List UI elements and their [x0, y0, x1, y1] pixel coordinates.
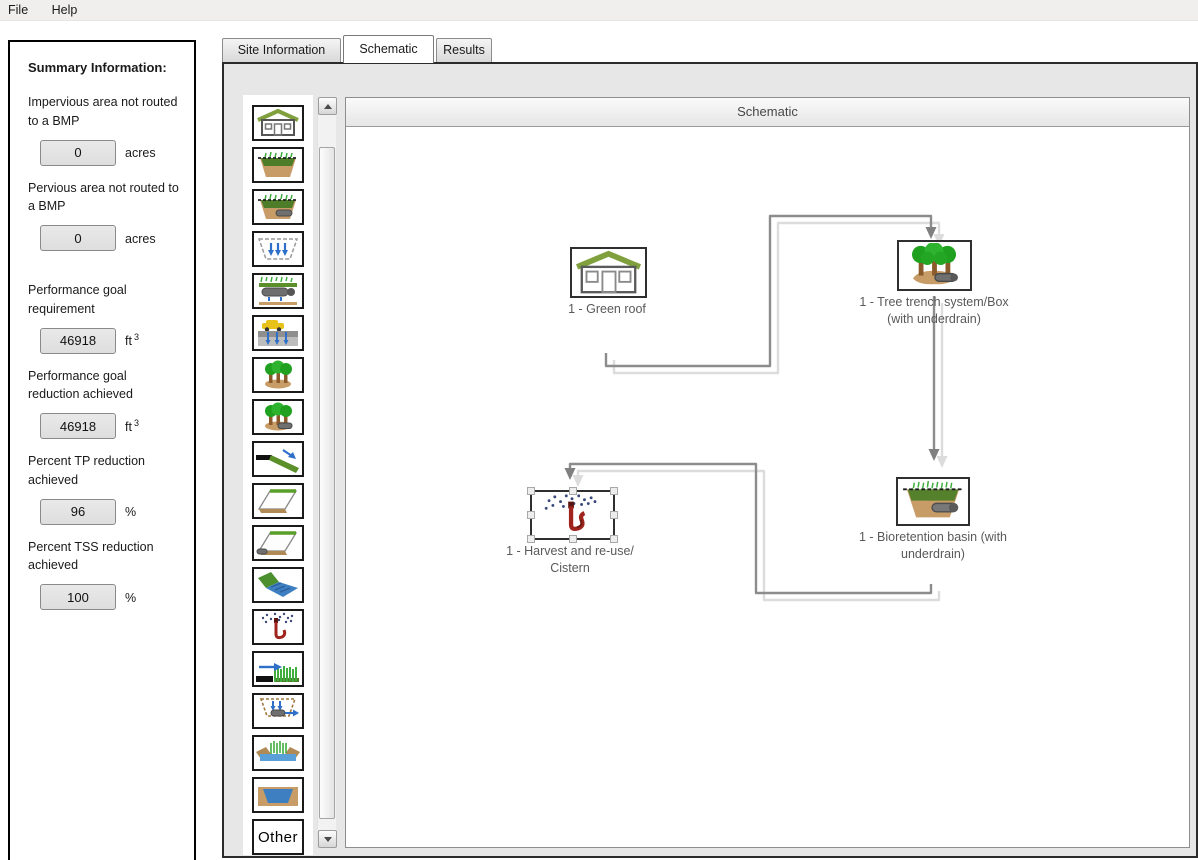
field-label-pervious: Pervious area not routed to a BMP: [28, 180, 179, 214]
underground-detention-icon: [259, 698, 299, 717]
schematic-canvas[interactable]: Schematic: [345, 97, 1190, 848]
tool-wet-pond[interactable]: [252, 777, 304, 813]
tool-constructed-wetland[interactable]: [252, 735, 304, 771]
tree-trench-icon: [265, 360, 292, 389]
pervious-area-unit: acres: [125, 232, 156, 247]
field-label-impervious: Impervious area not routed to a BMP: [28, 95, 178, 128]
tool-green-roof[interactable]: [252, 105, 304, 141]
selection-handle[interactable]: [527, 535, 535, 543]
filter-strip-icon: [256, 663, 299, 682]
schematic-node-harvest[interactable]: [527, 487, 618, 543]
tp-reduction-field[interactable]: [40, 498, 116, 525]
selection-handle[interactable]: [568, 535, 577, 543]
node-label-tree-trench: 1 - Tree trench system/Box(with underdra…: [859, 295, 1009, 326]
node-label-harvest: 1 - Harvest and re-use/Cistern: [506, 544, 634, 575]
scroll-down-button[interactable]: [318, 830, 337, 848]
schematic-tab-page: Other Schematic: [222, 62, 1198, 858]
tree-trench-node-icon: [912, 243, 958, 285]
infiltration-trench-icon: [259, 276, 297, 305]
selection-handle[interactable]: [527, 511, 535, 519]
impervious-area-unit: acres: [125, 146, 156, 161]
pervious-area-field[interactable]: [40, 225, 116, 251]
impervious-area-field[interactable]: [40, 139, 116, 166]
node-label-green-roof: 1 - Green roof: [568, 302, 646, 316]
green-roof-node-icon: [576, 250, 641, 294]
selection-handle[interactable]: [610, 487, 618, 495]
downspout-disconnection-icon: [256, 449, 299, 473]
tab-site-information[interactable]: Site Information: [222, 38, 341, 62]
constructed-wetland-icon: [256, 741, 300, 761]
tss-reduction-unit: %: [125, 591, 137, 606]
harvest-cistern-icon: [261, 612, 294, 640]
selection-handle[interactable]: [568, 487, 577, 495]
harvest-cistern-node-icon: [544, 494, 597, 532]
selection-handle[interactable]: [527, 487, 535, 495]
wet-swale-icon: [258, 572, 298, 597]
tool-bioretention-basin[interactable]: [252, 147, 304, 183]
tool-infiltration-basin[interactable]: [252, 231, 304, 267]
tool-downspout-disconnection[interactable]: [252, 441, 304, 477]
tool-other-label: Other: [257, 828, 298, 846]
tool-underground-detention[interactable]: [252, 693, 304, 729]
menu-help[interactable]: Help: [51, 3, 78, 17]
tss-reduction-field[interactable]: [40, 584, 116, 610]
field-label-goal-requirement: Performance goal requirement: [28, 283, 127, 316]
summary-title: Summary Information:: [28, 60, 167, 75]
goal-requirement-field[interactable]: [40, 327, 116, 354]
green-roof-icon: [257, 108, 299, 136]
tp-reduction-unit: %: [125, 505, 137, 520]
tool-harvest-cistern[interactable]: [252, 609, 304, 645]
flow-connectors: [564, 214, 948, 602]
schematic-node-green-roof[interactable]: [570, 247, 647, 298]
field-label-tp-reduction: Percent TP reduction achieved: [28, 454, 145, 487]
arrow-down-icon: [323, 836, 332, 842]
summary-panel: Summary Information: Impervious area not…: [8, 40, 196, 860]
goal-achieved-field[interactable]: [40, 413, 116, 439]
tool-permeable-pavement[interactable]: [252, 315, 304, 351]
connector-green-roof-to-tree-trench: [604, 214, 937, 368]
field-label-goal-achieved: Performance goal reduction achieved: [28, 368, 133, 402]
arrow-up-icon: [323, 103, 332, 109]
schematic-canvas-title: Schematic: [346, 98, 1189, 127]
selection-handle[interactable]: [610, 535, 618, 543]
tool-filter-strip[interactable]: [252, 651, 304, 687]
field-label-tss-reduction: Percent TSS reduction achieved: [28, 539, 154, 573]
tool-tree-trench-underdrain[interactable]: [252, 399, 304, 435]
tool-grass-swale-underdrain[interactable]: [252, 525, 304, 561]
toolbar-scrollbar[interactable]: [317, 97, 337, 848]
tab-schematic[interactable]: Schematic: [343, 35, 434, 63]
menu-bar: File Help: [0, 0, 1198, 21]
tool-other[interactable]: Other: [252, 819, 304, 855]
wet-pond-icon: [258, 787, 298, 806]
schematic-node-tree-trench[interactable]: [897, 240, 972, 291]
schematic-node-bioretention[interactable]: [896, 477, 970, 526]
grass-swale-icon: [257, 489, 298, 513]
bioretention-node-icon: [903, 480, 963, 518]
selection-handle[interactable]: [610, 511, 618, 519]
tab-results[interactable]: Results: [436, 38, 492, 62]
tool-tree-trench[interactable]: [252, 357, 304, 393]
tool-wet-swale[interactable]: [252, 567, 304, 603]
bmp-toolbar: Other: [243, 95, 313, 855]
tree-trench-underdrain-icon: [265, 402, 293, 431]
scroll-up-button[interactable]: [318, 97, 337, 115]
infiltration-basin-icon: [257, 238, 299, 260]
bioretention-basin-underdrain-icon: [258, 193, 298, 219]
permeable-pavement-icon: [258, 320, 298, 346]
grass-swale-underdrain-icon: [256, 531, 298, 555]
tool-grass-swale[interactable]: [252, 483, 304, 519]
scrollbar-thumb[interactable]: [319, 147, 335, 819]
menu-file[interactable]: File: [8, 3, 29, 17]
tool-infiltration-trench[interactable]: [252, 273, 304, 309]
tool-bioretention-basin-underdrain[interactable]: [252, 189, 304, 225]
bioretention-basin-icon: [258, 151, 298, 177]
